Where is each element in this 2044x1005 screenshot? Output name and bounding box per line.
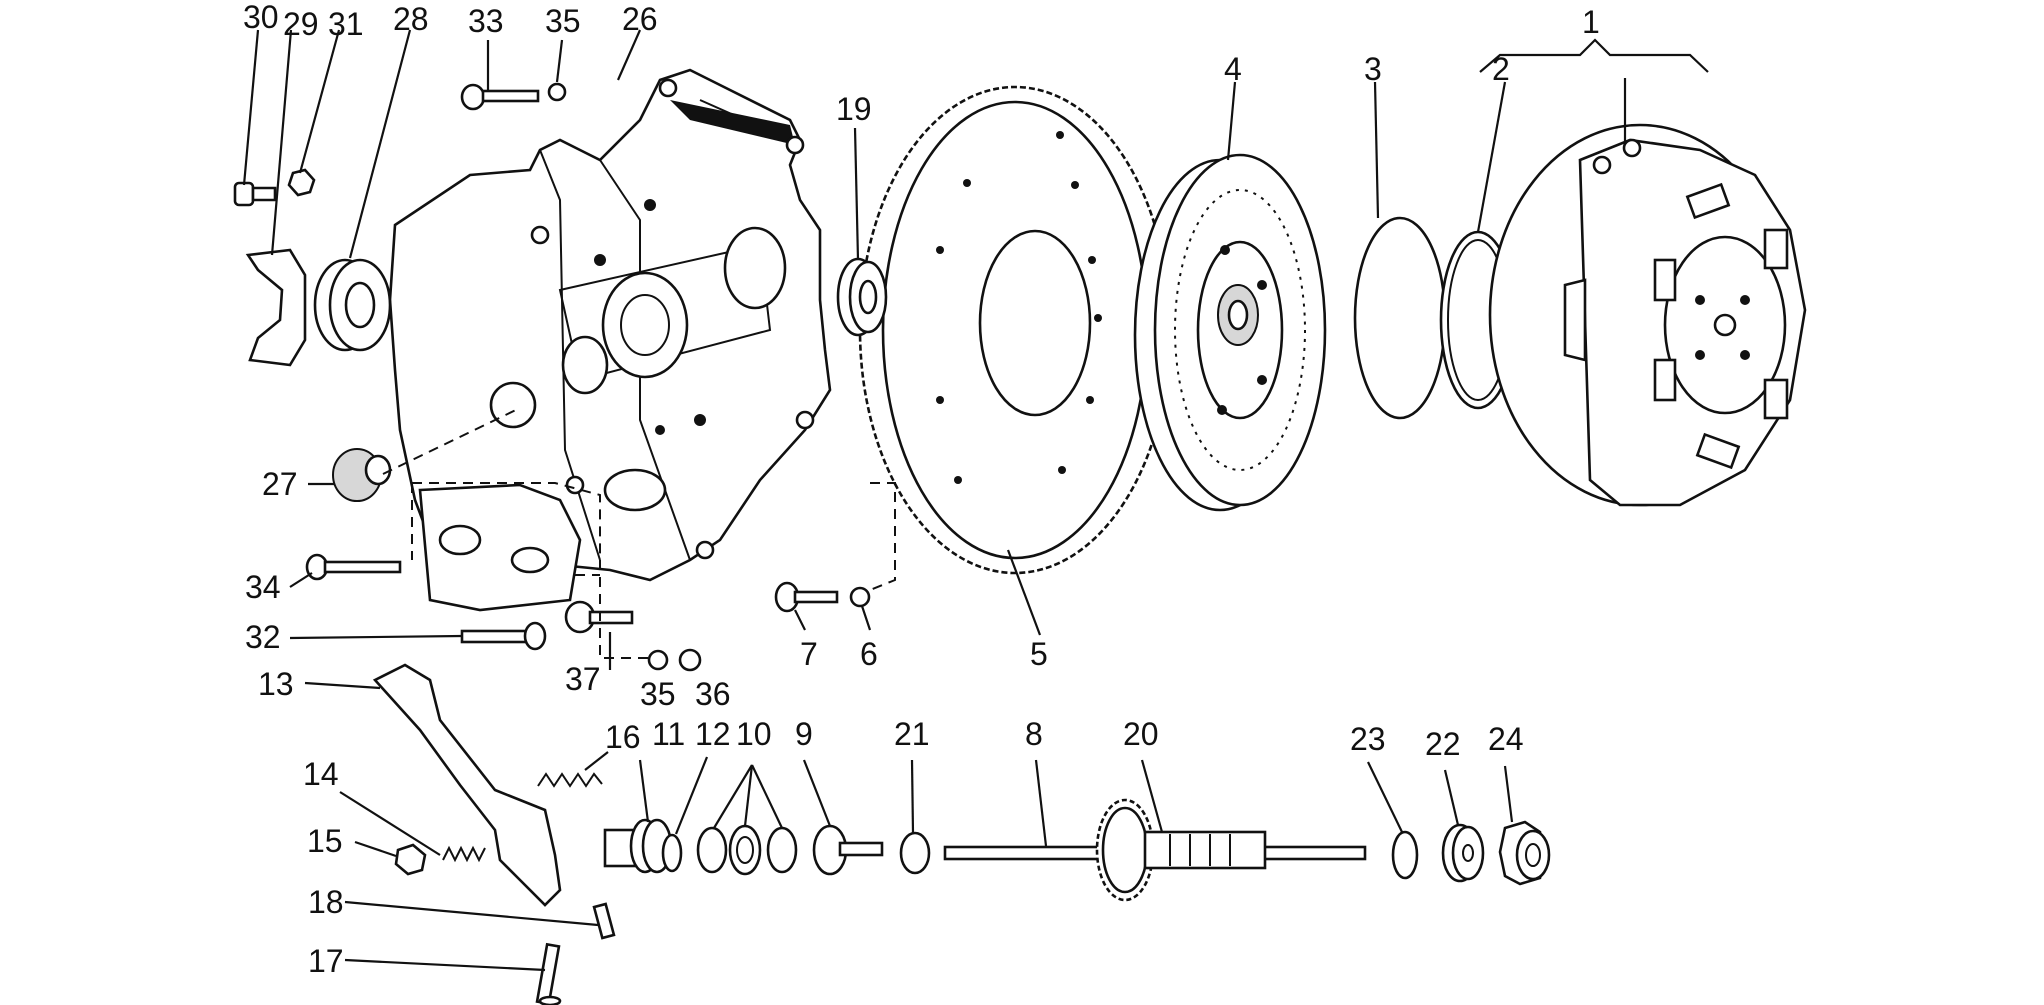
callout-7: 7 (800, 636, 818, 672)
callout-16: 16 (605, 719, 641, 755)
callout-33: 33 (468, 3, 504, 39)
bolt-7 (774, 581, 839, 613)
callout-17: 17 (308, 943, 344, 979)
pin-17 (535, 942, 562, 1005)
callout-36: 36 (695, 676, 731, 712)
pressure-plate (1488, 123, 1807, 507)
callout-3: 3 (1364, 51, 1382, 87)
callout-9: 9 (795, 716, 813, 752)
bearing-28 (313, 258, 392, 352)
plug-27 (332, 448, 392, 502)
callout-26: 26 (622, 1, 658, 37)
washer-35-bottom (647, 649, 669, 671)
oil-seal-19 (836, 257, 888, 337)
callout-14: 14 (303, 756, 339, 792)
callout-10: 10 (736, 716, 772, 752)
circlip-23 (1391, 830, 1419, 880)
callout-12: 12 (695, 716, 731, 752)
callout-23: 23 (1350, 721, 1386, 757)
callout-15: 15 (307, 823, 343, 859)
callout-21: 21 (894, 716, 930, 752)
spring-14 (442, 845, 486, 863)
callout-20: 20 (1123, 716, 1159, 752)
push-rod-9 (812, 824, 884, 876)
leader-lines (242, 29, 1709, 972)
flywheel-ring-gear (858, 85, 1172, 575)
callout-37: 37 (565, 661, 601, 697)
callout-1: 1 (1582, 4, 1600, 40)
callout-2: 2 (1492, 51, 1510, 87)
spring-16 (537, 772, 603, 788)
bolt-32 (460, 621, 547, 651)
thrust-bearing-10 (728, 824, 762, 876)
bolt-34 (305, 553, 402, 581)
nut-15 (394, 843, 427, 876)
washer-35-top (547, 82, 567, 102)
lever-13 (372, 663, 562, 907)
nut-36 (678, 648, 702, 672)
callout-27: 27 (262, 466, 298, 502)
callout-30: 30 (243, 0, 279, 35)
callout-31: 31 (328, 6, 364, 42)
screw-33 (460, 83, 540, 111)
pin-18 (592, 902, 616, 940)
callout-29: 29 (283, 6, 319, 42)
callout-35-bottom: 35 (640, 676, 676, 712)
callout-32: 32 (245, 619, 281, 655)
callout-labels: 1 2 3 4 5 6 7 8 9 10 11 12 13 14 15 16 1… (243, 0, 1600, 979)
callout-5: 5 (1030, 636, 1048, 672)
nut-24 (1498, 820, 1551, 886)
callout-28: 28 (393, 1, 429, 37)
bolt-37 (564, 600, 634, 634)
callout-35-top: 35 (545, 3, 581, 39)
callout-8: 8 (1025, 716, 1043, 752)
assembly-dashed-lines (382, 407, 896, 659)
o-ring-12 (661, 833, 683, 873)
screw-30 (233, 181, 277, 207)
snap-ring (1353, 216, 1447, 420)
callout-4: 4 (1224, 51, 1242, 87)
callout-19: 19 (836, 91, 872, 127)
clutch-housing (388, 68, 832, 612)
callout-22: 22 (1425, 726, 1461, 762)
callout-18: 18 (308, 884, 344, 920)
callout-6: 6 (860, 636, 878, 672)
callout-34: 34 (245, 569, 281, 605)
clutch-disc (1133, 153, 1327, 512)
callout-24: 24 (1488, 721, 1524, 757)
bracket-29 (245, 248, 307, 367)
thrust-washer-10a (696, 826, 728, 874)
sleeve-11 (603, 818, 673, 874)
thrust-washer-10b (766, 826, 798, 874)
washer-21 (899, 831, 931, 875)
gear-20 (1095, 798, 1267, 902)
washer-22 (1441, 823, 1485, 883)
callout-13: 13 (258, 666, 294, 702)
callout-11: 11 (652, 716, 685, 752)
washer-6 (849, 586, 871, 608)
nut-31 (287, 168, 316, 197)
thrust-bearing-10-inner (736, 836, 754, 864)
